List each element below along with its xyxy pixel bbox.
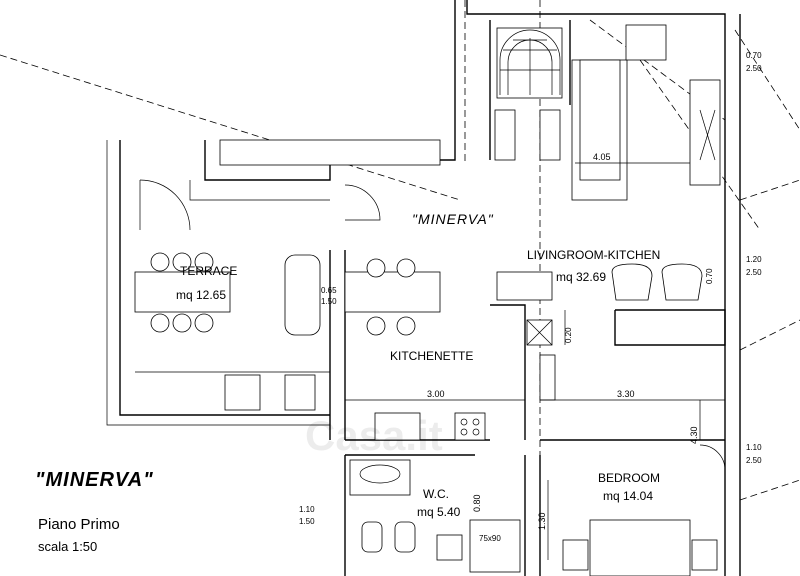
armchair: [611, 263, 653, 301]
wc-window-width: 1.10: [299, 505, 315, 514]
dim-kitchen-niche: 0.20: [564, 327, 573, 343]
terrace-outline: [106, 140, 330, 426]
terrace-opening-width: 0.65: [321, 286, 337, 295]
dim-shower: 75x90: [479, 534, 501, 543]
dim-bedroom-width: 3.30: [617, 389, 635, 399]
dash-line: [589, 19, 726, 121]
bedroom-name: BEDROOM: [598, 471, 660, 485]
living-counter: [614, 309, 726, 346]
wc-basin: [349, 459, 411, 496]
dim-kitchen-width: 3.00: [427, 389, 445, 399]
dim-bedroom-depth: 4.30: [689, 426, 699, 444]
upper-left-wall: [204, 0, 456, 181]
armchair: [661, 263, 703, 301]
dash-line: [739, 319, 800, 351]
nightstand: [562, 539, 589, 571]
kitchen-hob: [454, 412, 486, 441]
wc-name: W.C.: [423, 487, 449, 501]
living-furniture: [496, 24, 721, 301]
dim-stair-gap: 1.30: [537, 512, 547, 530]
terrace-sink: [284, 374, 316, 411]
terrace-planters: [219, 139, 441, 166]
terrace-parapet: [119, 140, 330, 416]
terrace-table: [134, 271, 231, 313]
living-name: LIVINGROOM-KITCHEN: [527, 248, 660, 262]
shower: [469, 519, 521, 573]
watermark: Casa.it: [305, 412, 443, 459]
terrace-planter: [224, 374, 261, 411]
mid-window-width: 1.20: [746, 255, 762, 264]
dimension-lines: [345, 162, 725, 560]
dash-line: [739, 479, 800, 501]
mid-window-height: 2.50: [746, 268, 762, 277]
bidet: [394, 521, 416, 553]
top-wall: [466, 0, 726, 48]
scale-label: scala 1:50: [38, 539, 97, 554]
bedroom-furniture: [562, 444, 726, 576]
tv-unit: [689, 79, 721, 186]
terrace-furniture: [134, 139, 441, 411]
wc-cabinet: [436, 534, 463, 561]
terrace-step: [189, 180, 330, 201]
bed-window-width: 1.10: [746, 443, 762, 452]
kitchen-sink: [374, 412, 421, 441]
wc-window-height: 1.50: [299, 517, 315, 526]
bed: [589, 519, 691, 576]
dim-armchair-gap: 0.70: [705, 268, 714, 284]
armchair: [625, 24, 667, 61]
bedroom-area: mq 14.04: [603, 489, 653, 503]
bed-window-height: 2.50: [746, 456, 762, 465]
plan-title: "MINERVA": [35, 469, 154, 491]
top-window-width: 0.70: [746, 51, 762, 60]
terrace-opening-height: 1.50: [321, 297, 337, 306]
nightstand: [691, 539, 718, 571]
top-window-height: 2.50: [746, 64, 762, 73]
dash-line: [739, 179, 800, 201]
terrace-bench: [284, 254, 321, 336]
apartment-label: "MINERVA": [412, 211, 494, 227]
living-area: mq 32.69: [556, 270, 606, 284]
wc-fixtures: [349, 459, 521, 573]
terrace-name: TERRACE: [180, 264, 237, 278]
wc-area: mq 5.40: [417, 505, 461, 519]
kitchenette-name: KITCHENETTE: [390, 349, 473, 363]
dash-line: [734, 29, 800, 131]
floor-name: Piano Primo: [38, 516, 120, 533]
toilet: [361, 521, 383, 553]
kitchen-furniture: [344, 184, 556, 441]
kitchen-table: [344, 271, 441, 313]
spiral-staircase: [494, 27, 563, 161]
kitchenette-partition: [490, 304, 526, 440]
dim-wc-door: 0.80: [472, 494, 482, 512]
dash-line: [0, 54, 461, 201]
dim-living-width: 4.05: [593, 152, 611, 162]
side-table: [496, 271, 553, 301]
terrace-area: mq 12.65: [176, 288, 226, 302]
